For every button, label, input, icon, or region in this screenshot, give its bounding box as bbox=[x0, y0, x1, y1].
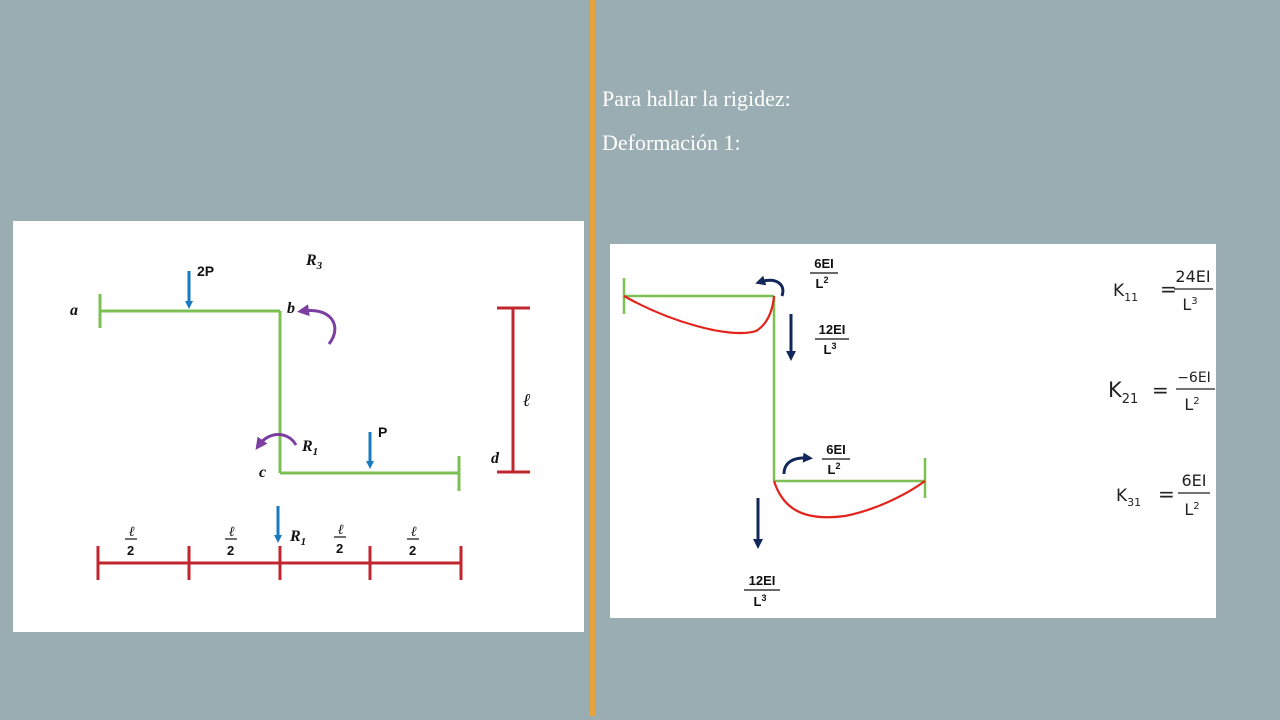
moment-r1-arrow bbox=[255, 433, 298, 450]
svg-text:12EI: 12EI bbox=[819, 322, 846, 337]
reaction-r1-label: R1 bbox=[301, 438, 318, 458]
slide-title: Para hallar la rigidez: bbox=[602, 86, 791, 111]
accent-divider bbox=[590, 0, 595, 716]
svg-text:ℓ: ℓ bbox=[229, 525, 235, 540]
span-dimension bbox=[96, 546, 463, 580]
svg-text:K31: K31 bbox=[1116, 486, 1141, 509]
svg-text:=: = bbox=[1152, 378, 1169, 402]
svg-text:L2: L2 bbox=[828, 461, 841, 477]
node-a-label: a bbox=[70, 302, 78, 319]
height-dimension bbox=[497, 306, 530, 474]
deformation-diagram-panel: 6EI L2 12EI L3 6EI L2 12EI L3 K11 = 24EI bbox=[610, 244, 1216, 618]
frame-members bbox=[98, 294, 461, 491]
reaction-r1-bottom-label: R1 bbox=[289, 528, 306, 548]
moment-r3-arrow bbox=[297, 304, 337, 345]
half-span-label-1: ℓ 2 bbox=[125, 525, 137, 558]
svg-text:6EI: 6EI bbox=[1181, 471, 1206, 490]
stiffness-k21: K21 = −6EI L2 bbox=[1108, 370, 1215, 414]
svg-text:2: 2 bbox=[409, 543, 416, 558]
frame-diagram: a b c d 2P P R3 R1 R1 ℓ bbox=[70, 252, 531, 580]
reaction-r3-label: R3 bbox=[305, 252, 323, 272]
svg-text:ℓ: ℓ bbox=[338, 523, 344, 538]
load-p-label: P bbox=[378, 424, 387, 440]
load-2p-label: 2P bbox=[197, 263, 214, 279]
svg-text:=: = bbox=[1160, 277, 1177, 301]
top-moment-arrow bbox=[755, 275, 785, 297]
svg-text:L2: L2 bbox=[1184, 395, 1199, 414]
svg-text:L2: L2 bbox=[1184, 500, 1199, 519]
svg-text:L3: L3 bbox=[824, 341, 837, 357]
svg-text:6EI: 6EI bbox=[814, 256, 834, 271]
deflected-shape bbox=[623, 295, 926, 519]
svg-text:2: 2 bbox=[336, 541, 343, 556]
undeformed-frame bbox=[622, 278, 927, 498]
svg-text:ℓ: ℓ bbox=[129, 525, 135, 540]
node-b-label: b bbox=[287, 300, 295, 317]
slide-subtitle: Deformación 1: bbox=[602, 130, 741, 155]
height-dimension-label: ℓ bbox=[523, 390, 531, 410]
svg-text:L3: L3 bbox=[754, 593, 767, 609]
top-moment-label: 6EI L2 bbox=[810, 256, 838, 291]
svg-text:6EI: 6EI bbox=[826, 442, 846, 457]
bottom-moment-label: 6EI L2 bbox=[822, 442, 850, 477]
svg-text:=: = bbox=[1158, 482, 1175, 506]
svg-text:K21: K21 bbox=[1108, 378, 1138, 407]
bottom-shear-label: 12EI L3 bbox=[744, 573, 780, 609]
svg-text:L2: L2 bbox=[816, 275, 829, 291]
stiffness-k11: K11 = 24EI L3 bbox=[1113, 267, 1213, 314]
svg-text:12EI: 12EI bbox=[749, 573, 776, 588]
svg-text:2: 2 bbox=[127, 543, 134, 558]
node-c-label: c bbox=[259, 464, 266, 481]
half-span-label-2: ℓ 2 bbox=[225, 525, 237, 558]
node-d-label: d bbox=[491, 450, 500, 467]
svg-text:−6EI: −6EI bbox=[1177, 370, 1211, 386]
svg-text:K11: K11 bbox=[1113, 281, 1138, 304]
half-span-label-3: ℓ 2 bbox=[334, 523, 346, 556]
svg-text:ℓ: ℓ bbox=[411, 525, 417, 540]
half-span-label-4: ℓ 2 bbox=[407, 525, 419, 558]
svg-text:L3: L3 bbox=[1182, 295, 1197, 314]
svg-text:2: 2 bbox=[227, 543, 234, 558]
frame-diagram-panel: a b c d 2P P R3 R1 R1 ℓ bbox=[13, 221, 584, 632]
svg-text:24EI: 24EI bbox=[1175, 267, 1210, 286]
stiffness-k31: K31 = 6EI L2 bbox=[1116, 471, 1210, 519]
deformation-diagram: 6EI L2 12EI L3 6EI L2 12EI L3 K11 = 24EI bbox=[622, 256, 1215, 609]
top-shear-label: 12EI L3 bbox=[815, 322, 849, 357]
bottom-moment-arrow bbox=[782, 452, 813, 475]
